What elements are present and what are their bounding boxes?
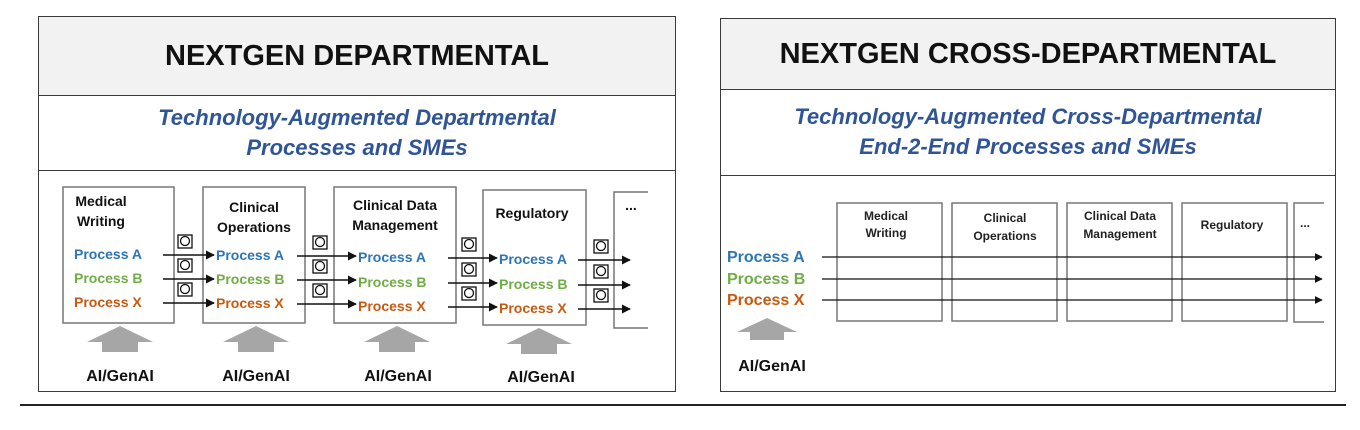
subtitle-line-1: Technology-Augmented Cross-Departmental	[794, 104, 1262, 129]
up-arrow-icon	[737, 318, 797, 340]
handoff-cycle-icon	[312, 259, 328, 274]
column-more	[1293, 202, 1324, 323]
dept-label-regulatory: Regulatory	[495, 205, 568, 221]
left-ai-input-arrows	[87, 326, 572, 354]
subtitle-line-2: Processes and SMEs	[246, 134, 468, 160]
medical-writing-processes: Process A Process B Process X	[74, 246, 142, 310]
handoff-cycle-icon	[312, 283, 328, 298]
departmental-panel-subtitle: Technology-Augmented Departmental Proces…	[39, 95, 675, 171]
left-handoff-arrows	[163, 250, 631, 314]
cross-departmental-panel-title: NEXTGEN CROSS-DEPARTMENTAL	[721, 19, 1335, 90]
handoff-cycle-icon	[177, 282, 193, 297]
dept-label-medical-writing-line1: Medical	[75, 193, 126, 209]
clinical-data-management-processes: Process A Process B Process X	[358, 249, 426, 314]
dept-label-medical-writing-line2: Writing	[77, 213, 125, 229]
process-a-label: Process A	[499, 251, 567, 267]
left-department-boxes	[62, 186, 648, 329]
column-label-clinical-data-management-line1: Clinical Data	[1084, 209, 1156, 223]
handoff-cycle-icon	[461, 286, 477, 301]
column-clinical-operations	[951, 202, 1058, 322]
column-label-regulatory: Regulatory	[1201, 218, 1264, 232]
ai-genai-label: AI/GenAI	[222, 368, 290, 385]
handoff-cycle-icon	[312, 235, 328, 250]
column-label-more: ...	[1300, 216, 1310, 230]
column-label-medical-writing-line2: Writing	[865, 226, 906, 240]
process-x-label: Process X	[499, 300, 567, 316]
process-b-label: Process B	[216, 271, 284, 287]
handoff-cycle-icon	[177, 234, 193, 249]
dept-label-clinical-data-management-line1: Clinical Data	[353, 197, 437, 213]
up-arrow-icon	[87, 326, 153, 352]
ai-genai-label: AI/GenAI	[507, 369, 575, 386]
dept-label-clinical-operations-line1: Clinical	[229, 199, 279, 215]
handoff-cycle-icon	[593, 239, 609, 254]
process-b-label: Process B	[499, 276, 567, 292]
process-a-label: Process A	[727, 249, 805, 266]
column-clinical-data-management	[1066, 202, 1173, 322]
clinical-operations-processes: Process A Process B Process X	[216, 247, 284, 311]
column-label-clinical-operations-line1: Clinical	[984, 211, 1027, 225]
left-handoff-cycle-icons	[177, 234, 609, 303]
dept-label-clinical-data-management-line2: Management	[352, 217, 438, 233]
process-b-label: Process B	[74, 270, 142, 286]
ai-genai-label: AI/GenAI	[738, 358, 806, 375]
up-arrow-icon	[223, 326, 289, 352]
handoff-cycle-icon	[461, 237, 477, 252]
process-b-label: Process B	[358, 274, 426, 290]
subtitle-line-2: End-2-End Processes and SMEs	[859, 134, 1197, 159]
process-x-label: Process X	[358, 298, 426, 314]
departmental-panel-title: NEXTGEN DEPARTMENTAL	[39, 17, 675, 96]
regulatory-processes: Process A Process B Process X	[499, 251, 567, 316]
right-department-columns	[836, 202, 1324, 323]
process-a-label: Process A	[216, 247, 284, 263]
department-box-medical-writing	[62, 186, 175, 324]
handoff-cycle-icon	[593, 264, 609, 279]
process-x-label: Process X	[74, 294, 142, 310]
dept-label-more: ...	[625, 197, 637, 213]
ai-genai-label: AI/GenAI	[86, 368, 154, 385]
column-medical-writing	[836, 202, 943, 322]
column-label-medical-writing-line1: Medical	[864, 209, 908, 223]
up-arrow-icon	[364, 326, 430, 352]
process-a-label: Process A	[358, 249, 426, 265]
column-regulatory	[1181, 202, 1288, 322]
column-label-clinical-operations-line2: Operations	[973, 229, 1037, 243]
subtitle-line-1: Technology-Augmented Departmental	[158, 104, 556, 130]
department-box-clinical-operations	[202, 186, 306, 324]
department-box-regulatory	[482, 189, 587, 326]
process-x-label: Process X	[727, 292, 805, 309]
cross-departmental-panel-subtitle: Technology-Augmented Cross-Departmental …	[721, 89, 1335, 176]
process-x-label: Process X	[216, 295, 284, 311]
process-b-label: Process B	[727, 271, 805, 288]
up-arrow-icon	[506, 328, 572, 354]
handoff-cycle-icon	[593, 288, 609, 303]
right-process-lines	[822, 253, 1323, 304]
dept-label-clinical-operations-line2: Operations	[217, 219, 291, 235]
ai-genai-label: AI/GenAI	[364, 368, 432, 385]
bottom-divider	[20, 404, 1346, 406]
column-label-clinical-data-management-line2: Management	[1083, 227, 1156, 241]
handoff-cycle-icon	[177, 258, 193, 273]
handoff-cycle-icon	[461, 262, 477, 277]
process-a-label: Process A	[74, 246, 142, 262]
